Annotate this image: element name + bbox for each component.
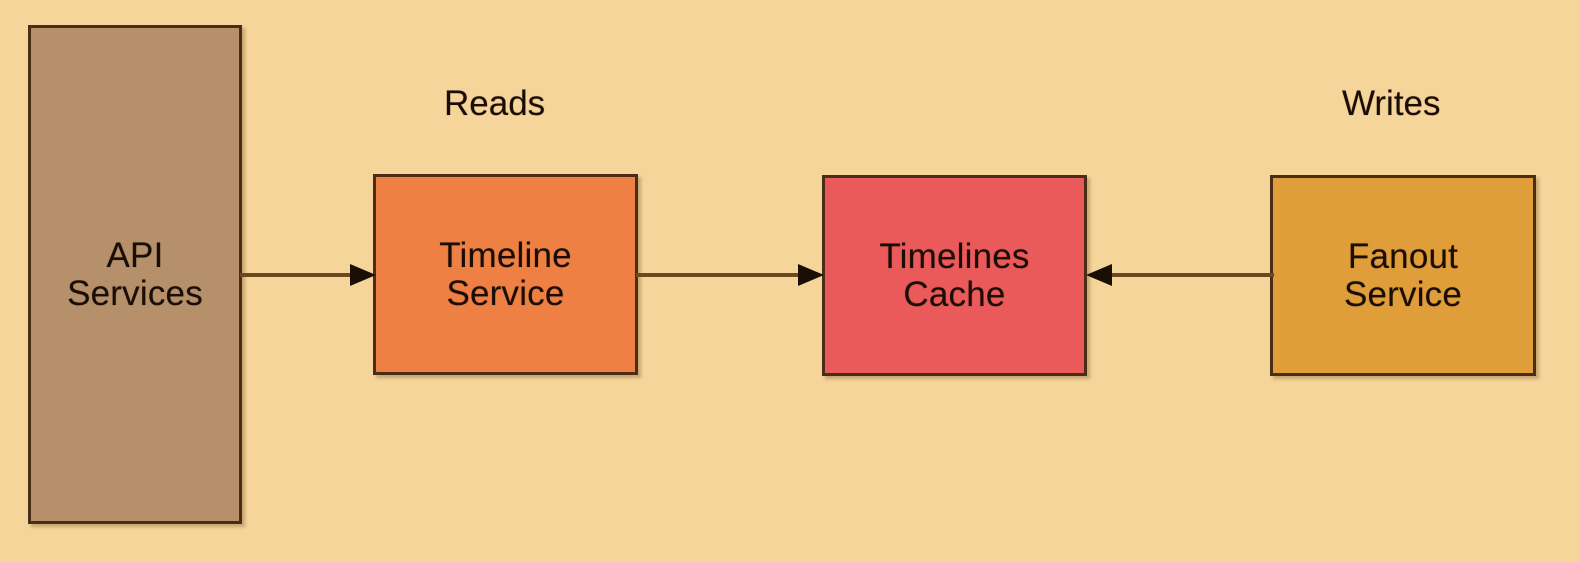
node-timeline-service: Timeline Service (373, 174, 638, 375)
arrow-api-services-to-timeline-service (240, 264, 376, 286)
arrow-timeline-service-to-timelines-cache (636, 264, 824, 286)
node-fanout-service-label: Fanout Service (1343, 237, 1463, 314)
node-api-services: API Services (28, 25, 242, 524)
caption-writes: Writes (1342, 84, 1441, 123)
node-timeline-service-label: Timeline Service (439, 236, 572, 313)
node-api-services-label: API Services (67, 236, 203, 313)
caption-reads: Reads (444, 84, 546, 123)
arrow-fanout-service-to-timelines-cache (1086, 264, 1274, 286)
node-fanout-service: Fanout Service (1270, 175, 1536, 376)
node-timelines-cache-label: Timelines Cache (879, 237, 1030, 314)
node-timelines-cache: Timelines Cache (822, 175, 1087, 376)
